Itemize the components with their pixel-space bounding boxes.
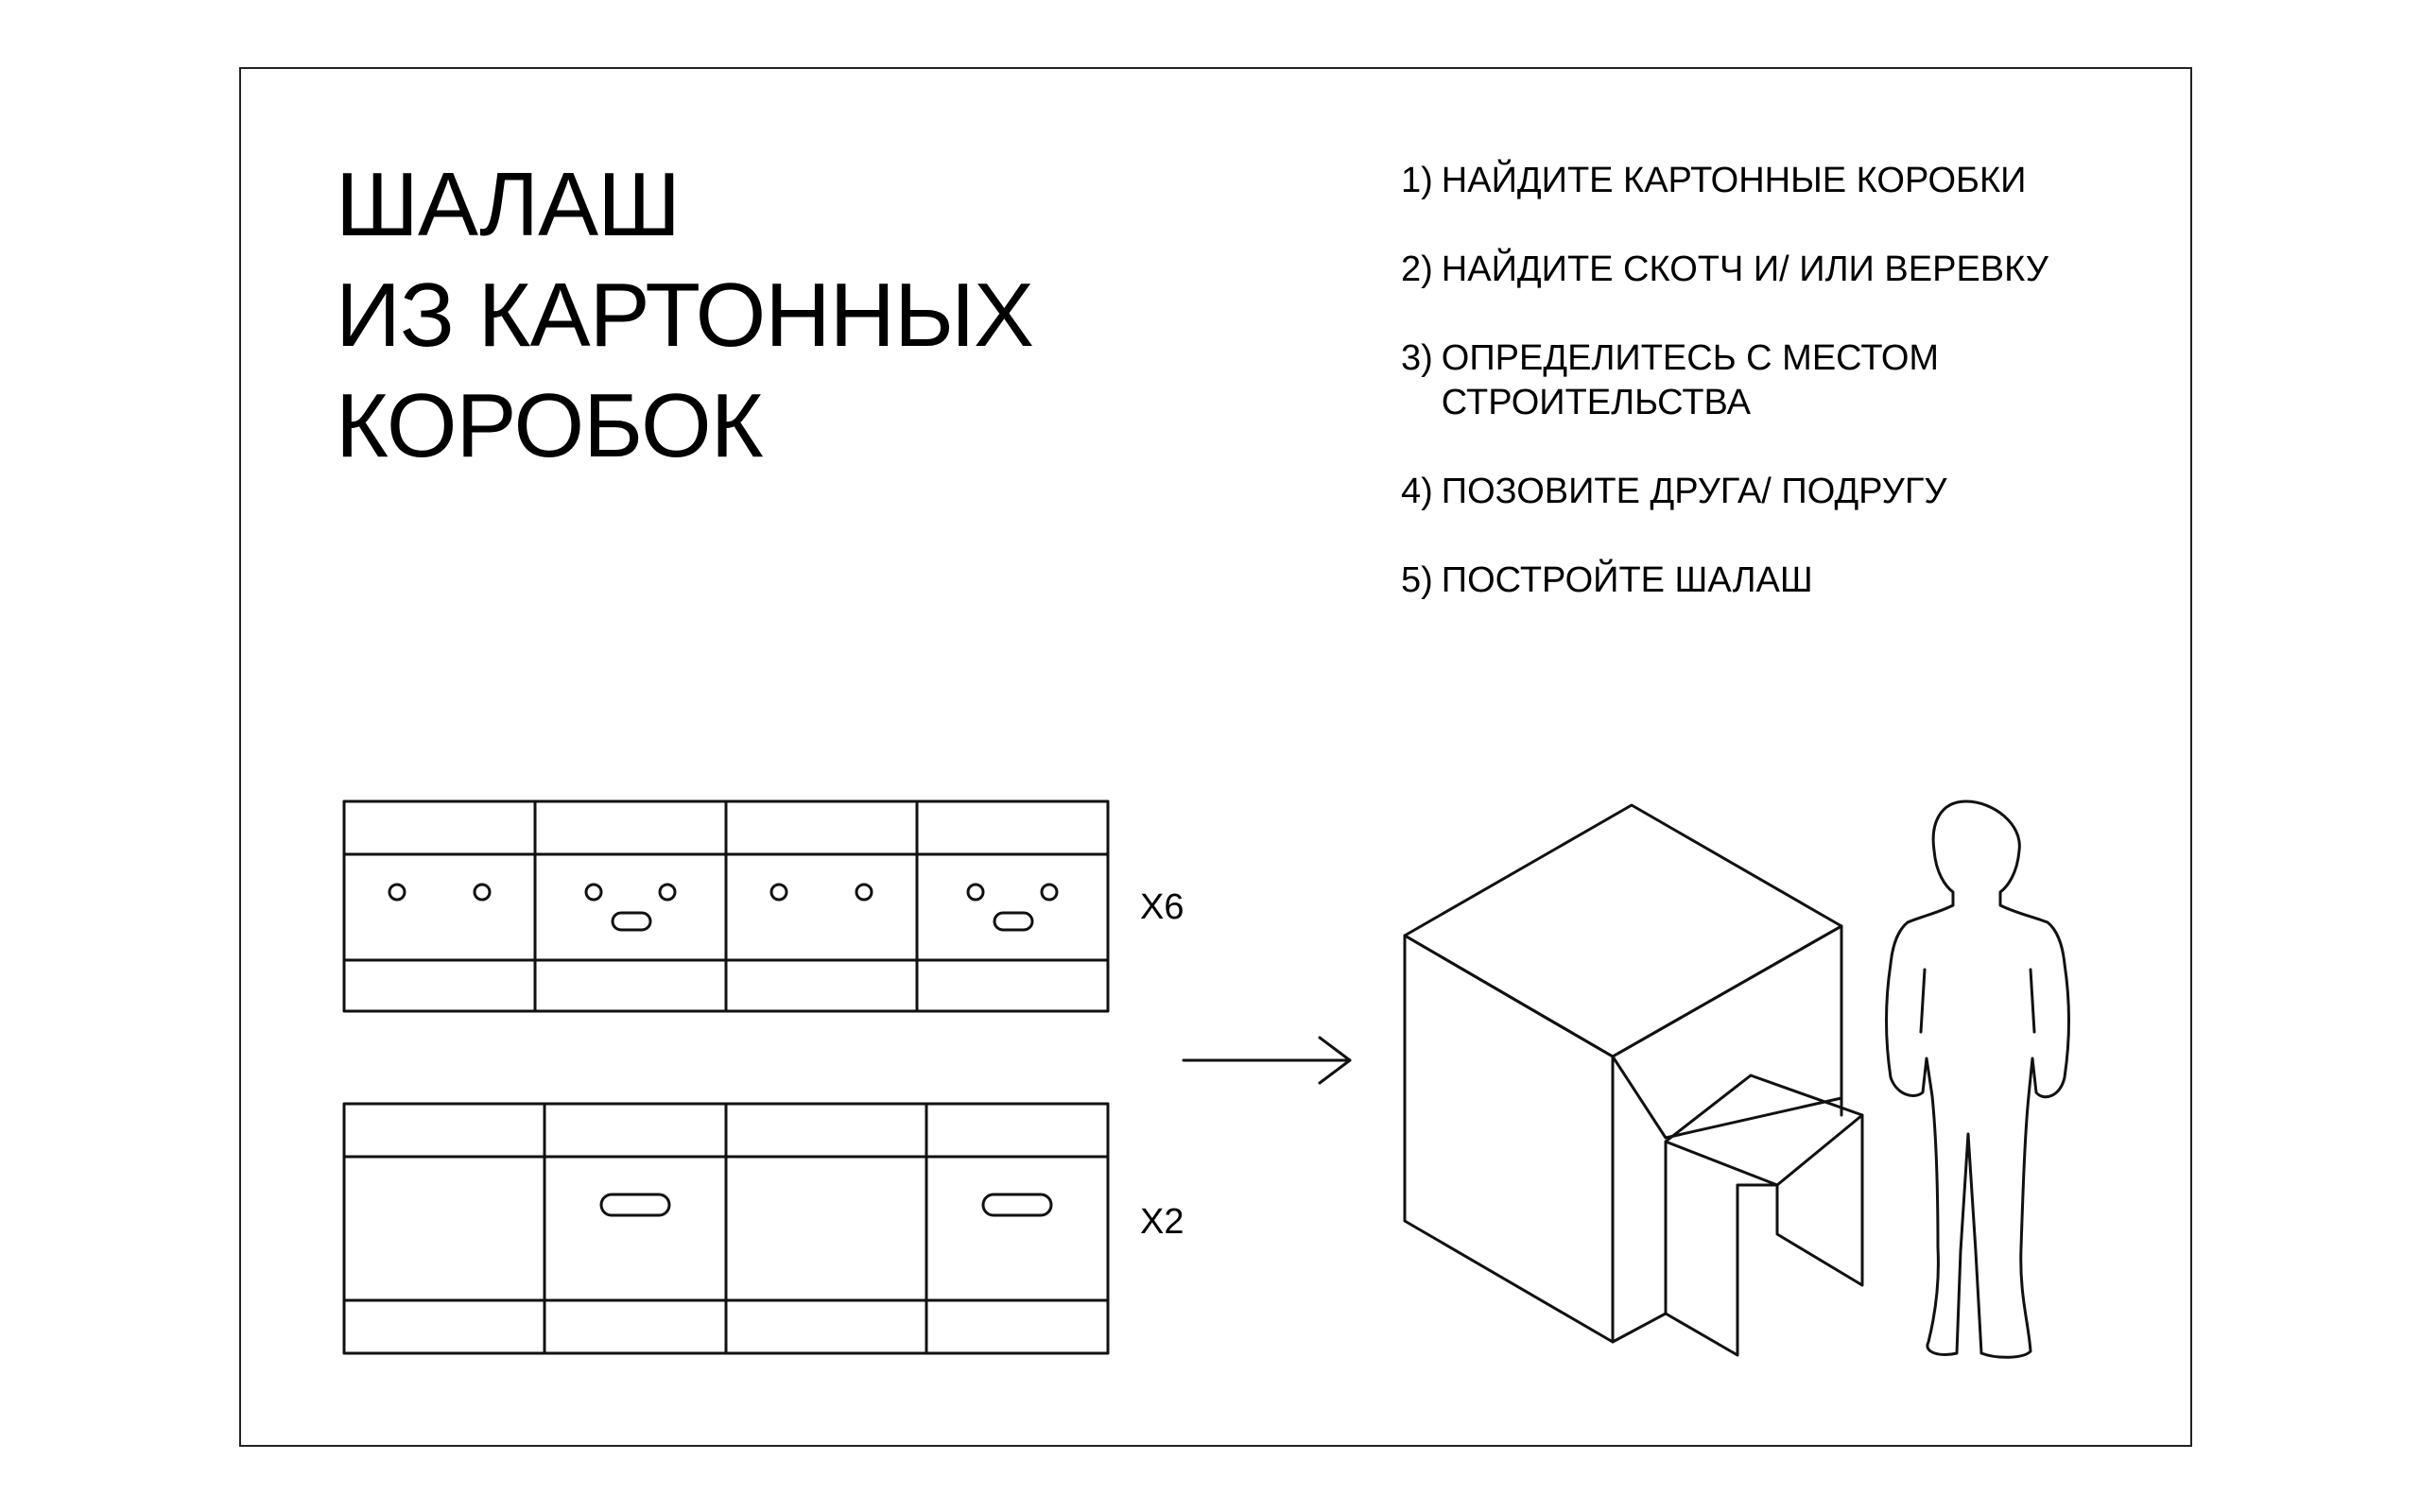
person-arm-line: [2029, 968, 2036, 1034]
poster-title: ШАЛАШ ИЗ КАРТОННЫХ КОРОБОК: [336, 149, 1034, 481]
step-number: 5): [1401, 560, 1433, 600]
box-net-pattern-1: [342, 799, 1110, 1013]
step-number: 4): [1401, 472, 1433, 511]
instruction-steps: 1) НАЙДИТЕ КАРТОННЫЕ КОРОБКИ 2) НАЙДИТЕ …: [1401, 159, 2048, 647]
mouth-hole: [993, 911, 1034, 932]
eye-hole: [584, 883, 603, 902]
step-1: 1) НАЙДИТЕ КАРТОННЫЕ КОРОБКИ: [1401, 159, 2048, 203]
handle-slot: [599, 1193, 671, 1217]
step-number: 2): [1401, 249, 1433, 289]
eye-hole: [769, 883, 788, 902]
title-line-3: КОРОБОК: [336, 375, 764, 476]
pattern-1-multiplier: X6: [1140, 887, 1184, 927]
hut-right-face-base: [1611, 1312, 1668, 1344]
handle-slot: [981, 1193, 1053, 1217]
step-2: 2) НАЙДИТЕ СКОТЧ И/ ИЛИ ВЕРЕВКУ: [1401, 248, 2048, 292]
step-5: 5) ПОСТРОЙТЕ ШАЛАШ: [1401, 558, 2048, 603]
step-number: 3): [1401, 338, 1433, 378]
step-4: 4) ПОЗОВИТЕ ДРУГА/ ПОДРУГУ: [1401, 470, 2048, 514]
hut-left-face: [1403, 934, 1615, 1344]
step-3: 3) ОПРЕДЕЛИТЕСЬ С МЕСТОМ СТРОИТЕЛЬСТВА: [1401, 336, 2048, 425]
pattern-2-multiplier: X2: [1140, 1202, 1184, 1242]
eye-hole: [658, 883, 677, 902]
tunnel-left-wall: [1664, 1140, 1779, 1357]
eye-hole: [855, 883, 873, 902]
eye-hole: [388, 883, 406, 902]
mouth-hole: [611, 911, 652, 932]
hut-right-face-upper: [1611, 924, 1843, 1140]
step-text: ПОСТРОЙТЕ ШАЛАШ: [1441, 560, 1813, 600]
box-net-pattern-2: [342, 1102, 1110, 1355]
step-text: НАЙДИТЕ КАРТОННЫЕ КОРОБКИ: [1441, 161, 2027, 200]
step-text: НАЙДИТЕ СКОТЧ И/ ИЛИ ВЕРЕВКУ: [1441, 249, 2048, 289]
person-arm-line: [1919, 968, 1927, 1034]
step-text: ОПРЕДЕЛИТЕСЬ С МЕСТОМ СТРОИТЕЛЬСТВА: [1441, 338, 1940, 422]
arrow-right-icon: [1182, 1036, 1352, 1085]
step-text: ПОЗОВИТЕ ДРУГА/ ПОДРУГУ: [1441, 472, 1947, 511]
hut-top-face: [1403, 803, 1843, 1058]
eye-hole: [473, 883, 492, 902]
title-line-2: ИЗ КАРТОННЫХ: [336, 265, 1034, 366]
title-line-1: ШАЛАШ: [336, 154, 681, 255]
eye-hole: [1040, 883, 1059, 902]
person-silhouette-icon: [1885, 799, 2070, 1359]
tunnel-right-wall: [1775, 1113, 1864, 1287]
eye-hole: [966, 883, 985, 902]
cardboard-hut-icon: [1403, 803, 1864, 1357]
step-number: 1): [1401, 161, 1433, 200]
poster-frame: [239, 67, 2192, 1447]
